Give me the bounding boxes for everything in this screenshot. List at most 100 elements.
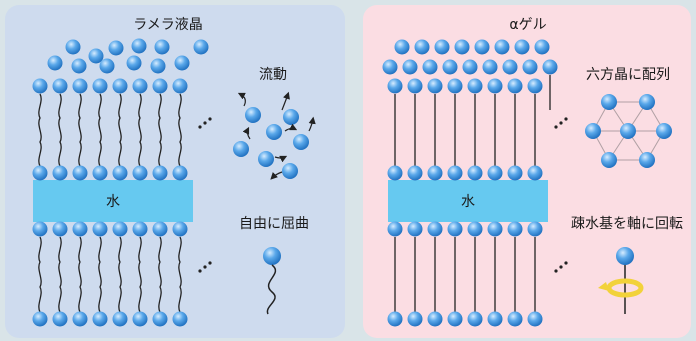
lipid-head	[112, 311, 128, 327]
lipid-head	[387, 165, 403, 181]
lipid-head	[32, 165, 48, 181]
lipid-head	[152, 311, 168, 327]
agel-water-label: 水	[461, 194, 475, 210]
bend-label: 自由に屈曲	[239, 216, 309, 232]
lipid-head	[387, 78, 403, 94]
free-lipid-head	[154, 39, 170, 55]
packed-lipid-head	[502, 59, 518, 75]
packed-lipid-head	[474, 39, 490, 55]
lipid-head	[172, 78, 188, 94]
lipid-head	[32, 311, 48, 327]
lipid-head	[527, 221, 543, 237]
bend-molecule-tail	[266, 264, 277, 315]
flowing-lipid-head	[293, 134, 309, 150]
packed-lipid-head	[522, 59, 538, 75]
lattice-head	[656, 123, 672, 139]
lamellar-bilayer	[32, 38, 209, 327]
lipid-tail	[178, 93, 182, 167]
lattice-head	[620, 123, 636, 139]
free-lipid-head	[150, 58, 166, 74]
lipid-head	[172, 165, 188, 181]
lipid-head	[507, 78, 523, 94]
flowing-lipid-head	[245, 107, 261, 123]
lipid-tail	[98, 236, 102, 313]
free-lipid-head	[131, 38, 147, 54]
rotate-molecule-head	[616, 247, 634, 265]
flow-arrow-icon	[242, 126, 251, 140]
packed-lipid-head	[542, 59, 558, 75]
lipid-head	[487, 78, 503, 94]
lipid-head	[72, 165, 88, 181]
lipid-head	[407, 221, 423, 237]
lipid-head	[92, 78, 108, 94]
flow-illustration	[233, 91, 316, 180]
lipid-head	[387, 221, 403, 237]
lipid-head	[132, 78, 148, 94]
flowing-lipid-head	[283, 109, 299, 125]
lipid-head	[52, 311, 68, 327]
free-lipid-head	[174, 55, 190, 71]
lipid-head	[407, 165, 423, 181]
lipid-head	[467, 165, 483, 181]
lipid-tail	[58, 93, 62, 167]
flow-arrow-icon	[284, 123, 298, 132]
lamellar-water-label: 水	[106, 194, 120, 210]
flowing-lipid-head	[233, 141, 249, 157]
lipid-head	[427, 221, 443, 237]
lipid-head	[467, 221, 483, 237]
lipid-tail	[138, 93, 142, 167]
agel-panel	[363, 5, 691, 338]
lipid-head	[172, 221, 188, 237]
rotate-label: 疎水基を軸に回転	[571, 215, 683, 232]
free-lipid-head	[47, 55, 63, 71]
hex-label: 六方晶に配列	[586, 67, 670, 83]
lipid-head	[447, 165, 463, 181]
lipid-tail	[78, 236, 82, 313]
free-lipid-head	[99, 58, 115, 74]
lipid-head	[447, 311, 463, 327]
packed-lipid-head	[394, 39, 410, 55]
packed-lipid-head	[494, 39, 510, 55]
lipid-tail	[98, 93, 102, 167]
lipid-tail	[158, 93, 162, 167]
rotation-arrow-icon	[606, 278, 644, 298]
packed-lipid-head	[442, 59, 458, 75]
lamellar-title: ラメラ液晶	[133, 17, 203, 33]
lamellar-water-layer	[33, 180, 193, 222]
agel-bilayer	[382, 39, 558, 327]
lipid-head	[112, 165, 128, 181]
lipid-head	[427, 311, 443, 327]
flow-arrow-icon	[237, 92, 246, 107]
bend-molecule-head	[263, 247, 281, 265]
lipid-head	[407, 311, 423, 327]
packed-lipid-head	[434, 39, 450, 55]
free-lipid-head	[193, 39, 209, 55]
free-lipid-head	[126, 55, 142, 71]
lipid-head	[407, 78, 423, 94]
lipid-tail	[58, 236, 62, 313]
lipid-head	[72, 221, 88, 237]
ellipsis-icon	[198, 117, 568, 273]
lipid-head	[527, 165, 543, 181]
lipid-head	[487, 221, 503, 237]
lipid-head	[172, 311, 188, 327]
lipid-head	[92, 221, 108, 237]
lipid-head	[32, 221, 48, 237]
lipid-tail	[118, 236, 122, 313]
free-lipid-head	[71, 58, 87, 74]
packed-lipid-head	[382, 59, 398, 75]
lipid-tail	[78, 93, 82, 167]
flowing-lipid-head	[266, 124, 282, 140]
flow-arrow-icon	[308, 116, 316, 132]
lattice-head	[639, 94, 655, 110]
lipid-head	[427, 78, 443, 94]
packed-lipid-head	[534, 39, 550, 55]
lipid-head	[447, 221, 463, 237]
lipid-head	[427, 165, 443, 181]
lipid-head	[152, 165, 168, 181]
lipid-head	[72, 78, 88, 94]
flowing-lipid-head	[258, 151, 274, 167]
lipid-head	[72, 311, 88, 327]
lipid-head	[92, 165, 108, 181]
